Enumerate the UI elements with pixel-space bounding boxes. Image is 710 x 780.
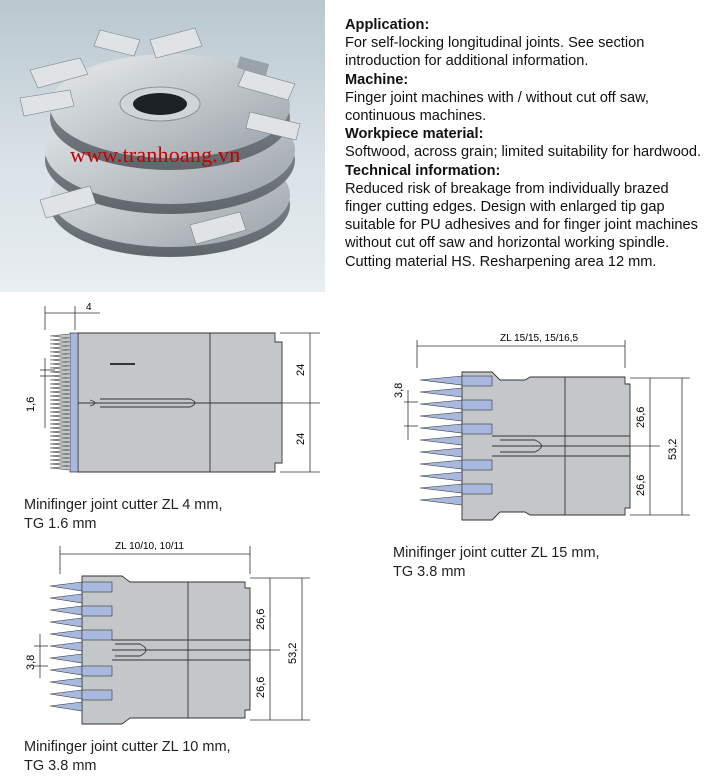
technical-text: Reduced risk of breakage from individual…: [345, 180, 698, 270]
caption-zl10-line2: TG 3.8 mm: [24, 758, 97, 774]
dim-top-label: ZL 10/10, 10/11: [115, 541, 184, 552]
workpiece-heading: Workpiece material:: [345, 126, 484, 143]
caption-zl4-line1: Minifinger joint cutter ZL 4 mm,: [24, 497, 223, 513]
product-photo: www.tranhoang.vn: [0, 0, 325, 292]
caption-zl15-line2: TG 3.8 mm: [393, 564, 466, 580]
caption-zl4-line2: TG 1.6 mm: [24, 516, 97, 532]
dim-left-label: 1,6: [25, 397, 37, 412]
dim-left-label: 3,8: [393, 383, 405, 398]
dim-right-upper-label: 26,6: [255, 609, 267, 630]
diagram-zl10: ZL 10/10, 10/11 3,8 26,6 26,6 53,2: [20, 538, 330, 743]
product-info: Application: For self-locking longitudin…: [345, 16, 707, 271]
machine-text: Finger joint machines with / without cut…: [345, 89, 649, 125]
dim-top-label: ZL 15/15, 15/16,5: [500, 333, 578, 344]
dim-top-label: 4: [86, 302, 92, 313]
diagram-zl15: ZL 15/15, 15/16,5 3,8 26,6 26,6 53,2: [390, 330, 705, 535]
dim-total-label: 53,2: [667, 439, 679, 460]
caption-zl15: Minifinger joint cutter ZL 15 mm, TG 3.8…: [393, 544, 600, 582]
dim-right-lower-label: 26,6: [255, 677, 267, 698]
application-heading: Application:: [345, 17, 430, 33]
caption-zl10: Minifinger joint cutter ZL 10 mm, TG 3.8…: [24, 738, 231, 776]
technical-heading: Technical information:: [345, 162, 501, 179]
dim-right-upper-label: 26,6: [635, 407, 647, 428]
caption-zl4: Minifinger joint cutter ZL 4 mm, TG 1.6 …: [24, 496, 223, 534]
dim-right-lower-label: 24: [295, 433, 307, 445]
dim-total-label: 53,2: [287, 643, 299, 664]
watermark-text: www.tranhoang.vn: [70, 142, 241, 167]
dim-right-lower-label: 26,6: [635, 475, 647, 496]
application-text: For self-locking longitudinal joints. Se…: [345, 35, 645, 70]
cutter-illustration: [19, 27, 301, 257]
machine-heading: Machine:: [345, 71, 409, 88]
dim-right-upper-label: 24: [295, 364, 307, 376]
caption-zl10-line1: Minifinger joint cutter ZL 10 mm,: [24, 739, 231, 755]
dim-left-label: 3,8: [25, 655, 37, 670]
workpiece-text: Softwood, across grain; limited suitabil…: [345, 144, 702, 161]
diagram-zl4: 4 1,6 24 24: [20, 298, 340, 488]
caption-zl15-line1: Minifinger joint cutter ZL 15 mm,: [393, 545, 600, 561]
